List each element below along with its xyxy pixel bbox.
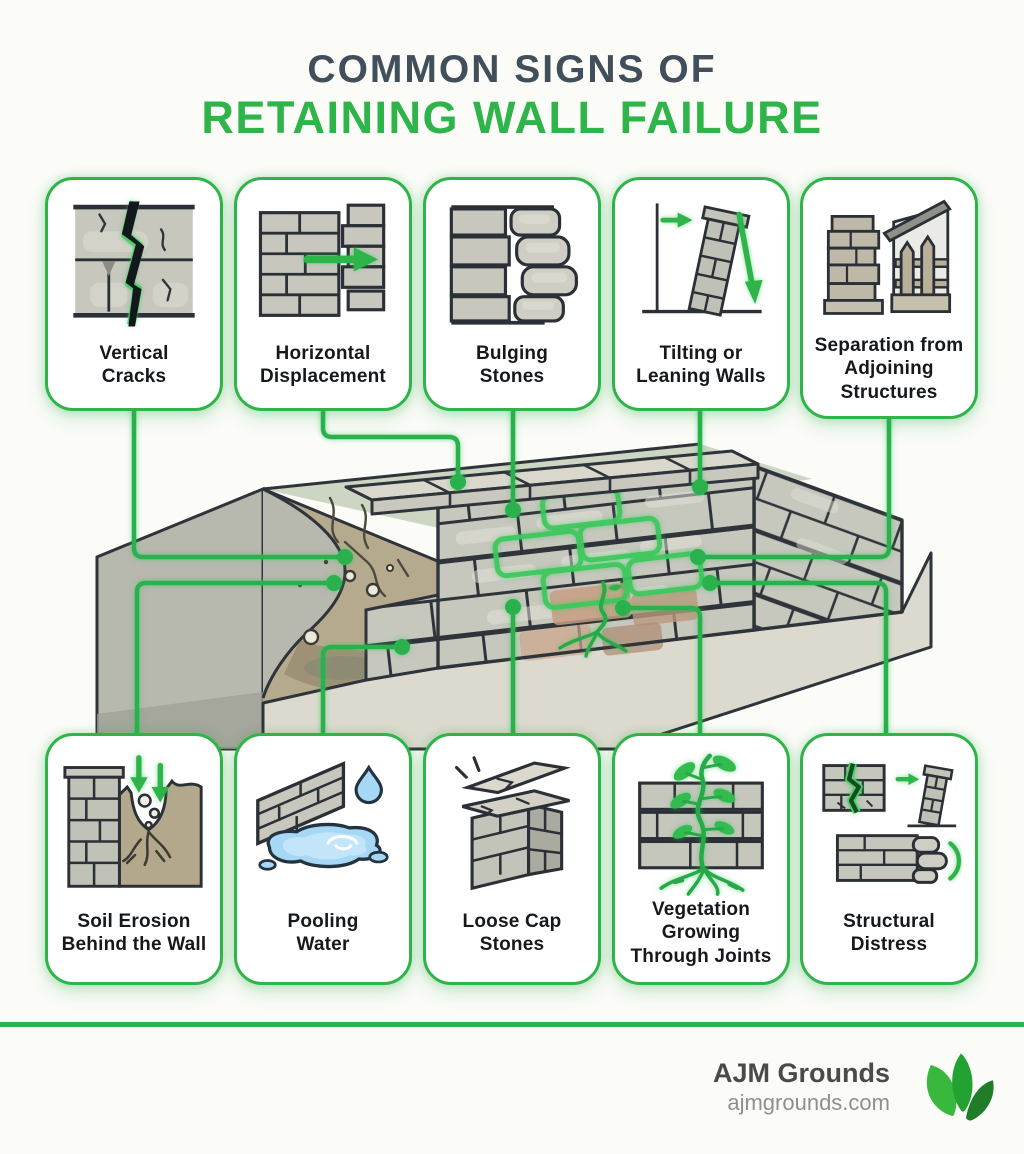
card-label: Vertical Cracks: [99, 334, 168, 396]
card-label: Bulging Stones: [476, 334, 548, 396]
callout-connectors: [131, 407, 892, 736]
card-label-line: Distress: [850, 934, 928, 955]
card-label-line: Adjoining: [844, 358, 934, 380]
card-label-line: Displacement: [260, 366, 386, 387]
callout-dot: [450, 474, 466, 490]
card-tilting-leaning-walls: Tilting or Leaning Walls: [612, 177, 790, 411]
soil-erosion-arrows-icon: [61, 750, 207, 896]
loose-cap-stone-icon: [439, 750, 585, 896]
card-label-line: Soil Erosion: [77, 910, 191, 932]
card-label-line: Bulging: [475, 342, 549, 364]
card-soil-erosion: Soil Erosion Behind the Wall: [45, 733, 223, 985]
connector-soil-erosion: [134, 575, 342, 736]
brand-name: AJM Grounds: [712, 1058, 890, 1088]
vertical-crack-wall-icon: [64, 194, 204, 334]
callout-dot: [692, 479, 708, 495]
connector-bulging-stones: [505, 407, 521, 518]
callout-dot: [337, 549, 353, 565]
card-label: Vegetation Growing Through Joints: [630, 896, 771, 970]
card-label-line: Growing: [661, 922, 741, 944]
card-label: Horizontal Displacement: [260, 334, 386, 396]
three-leaves-logo-icon: [914, 1050, 998, 1139]
plant-roots-wall-icon: [628, 750, 774, 896]
card-label-line: Vertical: [99, 342, 169, 364]
connector-tilting-walls: [692, 407, 708, 495]
wall-vine: [558, 581, 628, 658]
card-label-line: Vegetation: [651, 899, 751, 921]
card-label-line: Leaning Walls: [636, 366, 766, 387]
callout-dot: [690, 549, 706, 565]
card-label: Loose Cap Stones: [463, 896, 562, 970]
connector-loose-cap: [505, 599, 521, 736]
card-label-line: Tilting or: [659, 342, 743, 364]
card-vegetation-joints: Vegetation Growing Through Joints: [612, 733, 790, 985]
callout-dot: [394, 639, 410, 655]
card-bulging-stones: Bulging Stones: [423, 177, 601, 411]
card-label-line: Structures: [840, 381, 938, 403]
card-label-line: Horizontal: [275, 342, 371, 364]
card-separation-adjoining: Separation from Adjoining Structures: [800, 177, 978, 419]
card-vertical-cracks: Vertical Cracks: [45, 177, 223, 411]
card-label: Structural Distress: [843, 896, 935, 970]
card-label-line: Loose Cap: [462, 910, 562, 932]
footer-divider: [0, 1022, 1024, 1027]
connector-vegetation: [615, 600, 703, 736]
cap-stones: [344, 449, 760, 516]
card-label-line: Separation from: [814, 335, 964, 357]
card-label-line: Behind the Wall: [61, 934, 207, 955]
card-label: Pooling Water: [287, 896, 358, 970]
card-label: Tilting or Leaning Walls: [636, 334, 766, 396]
card-label: Soil Erosion Behind the Wall: [62, 896, 207, 970]
callout-dot: [505, 502, 521, 518]
title-line-2: RETAINING WALL FAILURE: [201, 92, 823, 143]
wall-right-face: [752, 464, 904, 632]
card-label-line: Stones: [479, 934, 545, 955]
title-line-1: COMMON SIGNS OF: [307, 48, 717, 91]
card-label-line: Stones: [479, 366, 545, 387]
card-structural-distress: Structural Distress: [800, 733, 978, 985]
card-label-line: Through Joints: [630, 945, 772, 967]
card-loose-cap-stones: Loose Cap Stones: [423, 733, 601, 985]
connector-separation: [690, 416, 892, 565]
card-label-line: Water: [296, 934, 350, 955]
connector-vertical-cracks: [131, 407, 353, 565]
card-label-line: Cracks: [101, 366, 167, 387]
brand-website: ajmgrounds.com: [727, 1090, 890, 1116]
leaning-wall-arrow-icon: [631, 194, 771, 334]
cracked-leaning-bulging-wall-icon: [816, 750, 962, 896]
connector-horizontal-displacement: [320, 407, 466, 490]
card-label: Separation from Adjoining Structures: [815, 334, 964, 404]
footer-brand-block: AJM Grounds ajmgrounds.com: [713, 1058, 890, 1117]
connector-structural-distress: [702, 575, 889, 736]
card-label-line: Structural: [843, 910, 935, 932]
puddle-droplet-icon: [250, 750, 396, 896]
callout-dot: [326, 575, 342, 591]
callout-dot: [615, 600, 631, 616]
wall-lower-left-bricks: [364, 593, 440, 682]
card-label-line: Pooling: [287, 910, 359, 932]
wall-fence-separation-icon: [819, 194, 959, 334]
callout-dot: [505, 599, 521, 615]
displaced-bricks-arrow-icon: [253, 194, 393, 334]
card-horizontal-displacement: Horizontal Displacement: [234, 177, 412, 411]
connector-pooling-water: [320, 639, 410, 736]
callout-dot: [702, 575, 718, 591]
bulging-stones-icon: [442, 194, 582, 334]
card-pooling-water: Pooling Water: [234, 733, 412, 985]
